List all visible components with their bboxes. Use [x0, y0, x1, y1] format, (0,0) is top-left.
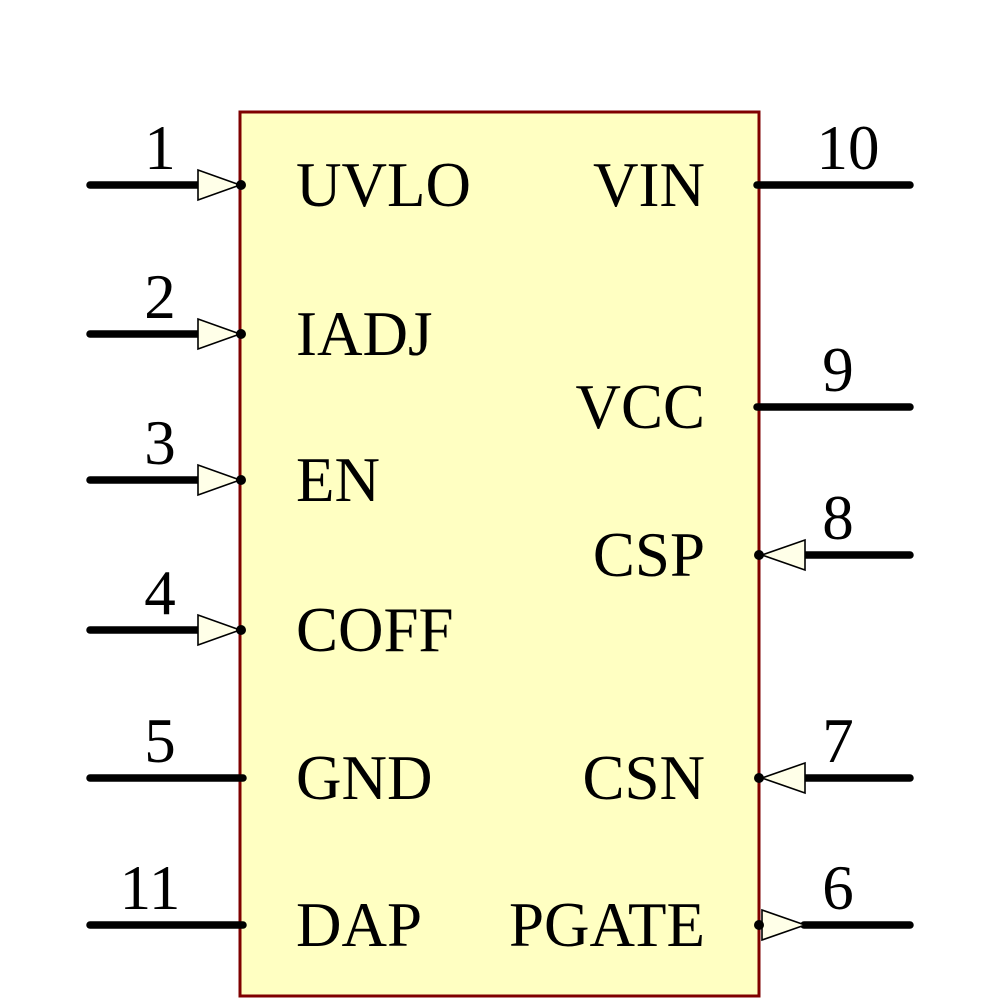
pin-dot — [236, 180, 246, 190]
pin-number: 7 — [822, 706, 854, 776]
pin-label: UVLO — [296, 150, 471, 220]
pin-number: 5 — [144, 706, 176, 776]
pin-label: VCC — [575, 372, 705, 442]
pin-label: CSP — [593, 520, 705, 590]
pin-dap: 11 DAP — [86, 853, 422, 960]
pin-number: 11 — [120, 853, 181, 923]
pin-number: 6 — [822, 853, 854, 923]
pin-label: IADJ — [296, 299, 433, 369]
pin-dot — [754, 550, 764, 560]
pin-dot — [236, 329, 246, 339]
pin-number: 1 — [144, 113, 176, 183]
pin-uvlo: 1 UVLO — [86, 113, 471, 220]
pin-dot — [754, 920, 764, 930]
pin-number: 3 — [144, 408, 176, 478]
pin-vin: 10 VIN — [593, 113, 914, 220]
component-body — [238, 110, 761, 998]
pin-label: COFF — [296, 595, 454, 665]
pin-pgate: 6 PGATE — [509, 853, 914, 960]
pin-label: EN — [296, 445, 380, 515]
pin-gnd: 5 GND — [86, 706, 433, 813]
pin-number: 4 — [144, 558, 176, 628]
pin-csp: 8 CSP — [593, 483, 914, 590]
pin-iadj: 2 IADJ — [86, 262, 433, 369]
input-arrow-icon — [759, 538, 806, 572]
pin-number: 10 — [817, 113, 880, 183]
input-arrow-icon — [197, 168, 243, 202]
pin-en: 3 EN — [86, 408, 380, 515]
pin-label: PGATE — [509, 890, 705, 960]
pin-number: 8 — [822, 483, 854, 553]
pin-coff: 4 COFF — [86, 558, 454, 665]
input-arrow-icon — [197, 613, 243, 647]
input-arrow-icon — [197, 317, 243, 351]
pin-label: GND — [296, 743, 433, 813]
input-arrow-icon — [197, 463, 243, 497]
pin-number: 9 — [822, 335, 854, 405]
pin-vcc: 9 VCC — [575, 335, 914, 442]
pin-dot — [236, 625, 246, 635]
pin-label: VIN — [593, 150, 705, 220]
pin-number: 2 — [144, 262, 176, 332]
pin-csn: 7 CSN — [582, 706, 914, 813]
pin-label: CSN — [582, 743, 705, 813]
input-arrow-icon — [759, 761, 806, 795]
pin-dot — [754, 773, 764, 783]
output-arrow-icon — [761, 908, 808, 942]
pin-label: DAP — [296, 890, 422, 960]
pin-dot — [236, 475, 246, 485]
